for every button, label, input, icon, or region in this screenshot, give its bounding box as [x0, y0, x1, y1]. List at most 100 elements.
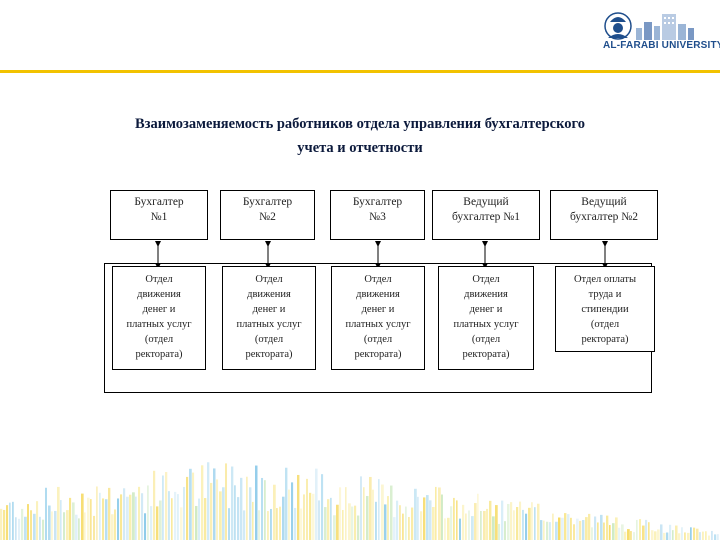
- decorative-stripe: [465, 513, 467, 540]
- decorative-stripe: [66, 510, 69, 540]
- decorative-stripe: [189, 468, 192, 540]
- decorative-stripe: [270, 508, 272, 540]
- decorative-stripe: [450, 506, 453, 540]
- decorative-stripe: [159, 500, 162, 540]
- decorative-stripe: [294, 507, 297, 540]
- decorative-stripe: [657, 529, 660, 540]
- decorative-stripe: [318, 500, 321, 540]
- decorative-stripe: [417, 496, 419, 540]
- decorative-stripe: [252, 501, 254, 540]
- decorative-stripe: [63, 512, 66, 540]
- decorative-stripe: [663, 532, 666, 540]
- decorative-stripe: [447, 517, 450, 540]
- decorative-stripe: [384, 504, 387, 540]
- decorative-stripe: [354, 505, 357, 540]
- decorative-stripe: [162, 475, 164, 540]
- decorative-stripe: [513, 510, 515, 540]
- decorative-stripes: [0, 462, 719, 540]
- decorative-stripe: [399, 505, 401, 540]
- decorative-stripe: [87, 497, 90, 540]
- title-line-2: учета и отчетности: [297, 140, 423, 156]
- decorative-stripe: [165, 472, 168, 540]
- decorative-stripe: [708, 535, 711, 540]
- decorative-stripe: [402, 513, 404, 540]
- box-line: Отдел: [472, 274, 500, 285]
- box-line: №3: [369, 211, 386, 223]
- decorative-stripe: [378, 479, 380, 540]
- decorative-stripe: [180, 507, 183, 540]
- decorative-stripe: [543, 520, 545, 540]
- decorative-stripe: [21, 508, 24, 540]
- decorative-stripe: [660, 524, 663, 540]
- decorative-stripe: [603, 522, 605, 540]
- decorative-stripe: [441, 494, 443, 540]
- decorative-stripe: [120, 494, 123, 540]
- box-line: движения: [464, 289, 508, 300]
- decorative-stripe: [699, 532, 701, 540]
- decorative-stripe: [234, 485, 236, 540]
- decorative-stripe: [534, 507, 536, 540]
- accountant-box-1: Бухгалтер №1: [110, 190, 208, 240]
- decorative-stripe: [420, 511, 423, 540]
- box-line: платных услуг: [236, 319, 302, 330]
- header-divider: [0, 70, 720, 73]
- decorative-stripe: [408, 516, 410, 540]
- decorative-stripe: [330, 497, 332, 540]
- box-line: (отдел: [590, 319, 620, 330]
- decorative-stripe: [642, 525, 645, 540]
- decorative-stripe: [144, 513, 147, 540]
- box-line: Бухгалтер: [242, 196, 293, 208]
- decorative-stripe: [381, 484, 384, 540]
- decorative-stripe: [39, 516, 41, 540]
- decorative-stripe: [126, 496, 129, 540]
- decorative-stripe: [243, 510, 246, 540]
- decorative-stripe: [444, 518, 446, 540]
- decorative-stripe: [291, 482, 294, 540]
- decorative-stripe: [597, 522, 599, 540]
- box-line: бухгалтер №2: [569, 211, 639, 223]
- decorative-stripe: [279, 506, 281, 540]
- decorative-stripe: [459, 518, 461, 540]
- decorative-stripe: [375, 501, 377, 540]
- decorative-stripe: [651, 530, 654, 540]
- box-line: движения: [137, 289, 181, 300]
- decorative-stripe: [225, 463, 228, 540]
- box-line: (отдел: [471, 334, 501, 345]
- decorative-stripe: [69, 497, 72, 540]
- decorative-stripe: [282, 496, 285, 540]
- decorative-stripe: [324, 507, 327, 540]
- decorative-stripe: [237, 497, 240, 540]
- decorative-stripe: [633, 532, 636, 540]
- decorative-stripe: [453, 497, 455, 540]
- decorative-stripe: [111, 514, 114, 540]
- decorative-stripe: [432, 507, 435, 540]
- accountant-box-2: Бухгалтер №2: [220, 190, 315, 240]
- decorative-stripe: [396, 500, 399, 540]
- decorative-stripe: [219, 491, 222, 540]
- box-line: (отдел: [144, 334, 174, 345]
- box-line: Отдел: [364, 274, 392, 285]
- box-line: стипендии: [581, 304, 629, 315]
- decorative-stripe: [285, 467, 288, 540]
- decorative-stripe: [531, 502, 533, 540]
- decorative-stripe: [231, 466, 234, 540]
- decorative-stripe: [504, 521, 506, 540]
- decorative-stripe: [138, 486, 141, 540]
- decorative-stripe: [579, 520, 582, 540]
- decorative-stripe: [72, 502, 75, 540]
- decorative-stripe: [6, 505, 9, 540]
- decorative-stripe: [135, 496, 137, 540]
- box-line: денег и: [361, 304, 395, 315]
- box-line: труда и: [588, 289, 622, 300]
- decorative-stripe: [51, 511, 53, 540]
- decorative-stripe: [102, 498, 105, 540]
- box-line: денег и: [252, 304, 286, 315]
- decorative-stripe: [276, 508, 278, 540]
- decorative-stripe: [207, 462, 210, 540]
- decorative-stripe: [387, 496, 389, 540]
- decorative-stripe: [636, 519, 638, 540]
- decorative-stripe: [438, 487, 441, 540]
- decorative-stripe: [183, 486, 185, 540]
- decorative-stripe: [117, 498, 120, 540]
